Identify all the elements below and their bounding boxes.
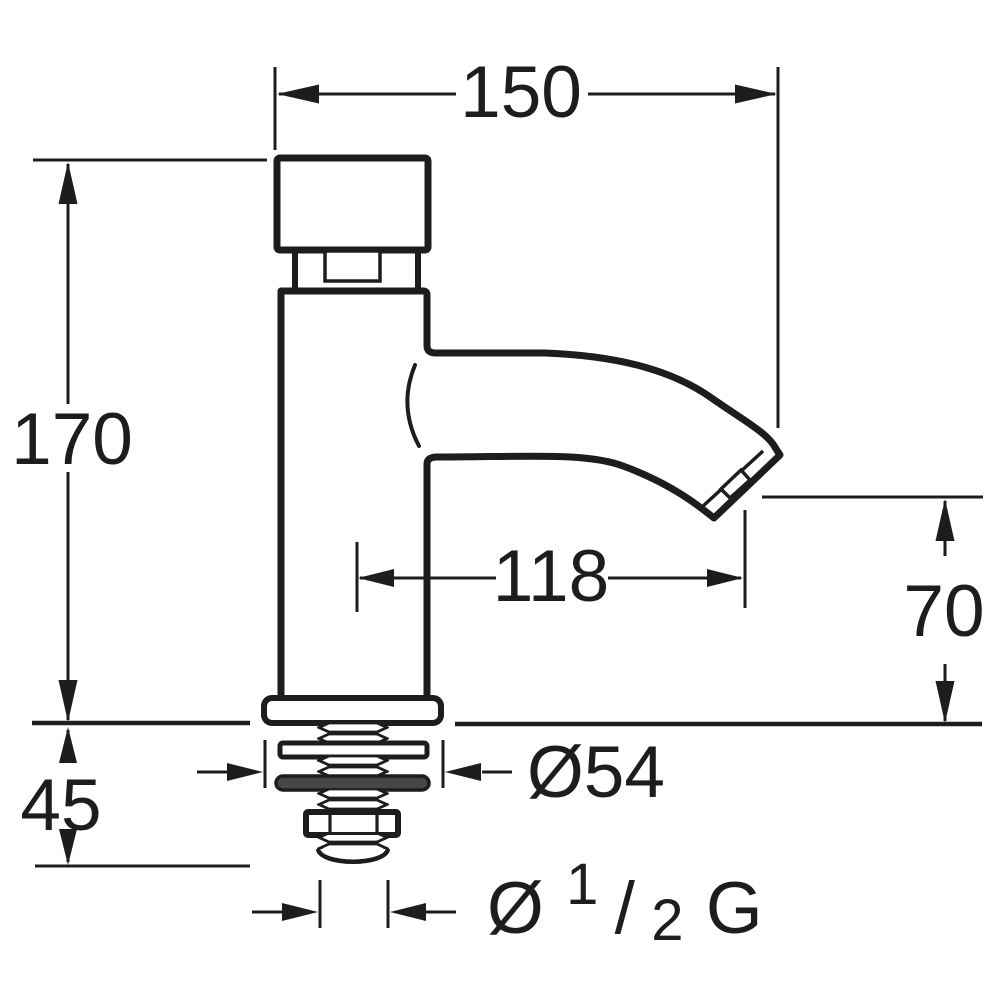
tap-head xyxy=(273,154,432,254)
dimension-base-diameter: Ø54 xyxy=(197,732,665,813)
hex-nut xyxy=(303,809,401,838)
thread-fraction-numerator: 1 xyxy=(566,852,598,917)
base-flange xyxy=(261,695,444,726)
arrowhead-up xyxy=(935,499,955,541)
shank-bottom-cap xyxy=(315,847,391,864)
dimension-thread-size: Ø 1 / 2 G xyxy=(252,839,763,956)
spout-junction-arc xyxy=(405,363,421,448)
thread-section-b xyxy=(317,757,389,778)
arrowhead-down xyxy=(58,680,78,722)
thread-section-a xyxy=(317,721,389,744)
dimension-shank-length: 45 xyxy=(20,727,250,868)
thread-fraction-denominator: 2 xyxy=(651,888,683,953)
thread-fraction-slash: / xyxy=(615,868,636,949)
metal-washer xyxy=(277,740,430,760)
arrowhead-left xyxy=(358,569,394,587)
arrowhead-right xyxy=(282,903,318,921)
dimension-label-height: 170 xyxy=(11,399,133,480)
arrowhead-left xyxy=(445,763,481,781)
dimension-label-reach: 118 xyxy=(493,536,609,617)
arrowhead-down xyxy=(935,681,955,723)
arrowhead-right xyxy=(227,763,263,781)
dimension-label-outlet-height: 70 xyxy=(903,571,984,652)
thread-standard-letter: G xyxy=(706,868,763,949)
arrowhead-left xyxy=(390,903,426,921)
thread-section-c xyxy=(317,790,389,813)
dimension-label-shank-length: 45 xyxy=(20,765,101,846)
arrowhead-right xyxy=(707,569,743,587)
dimension-overall-width: 150 xyxy=(273,52,780,428)
arrowhead-down xyxy=(59,829,77,865)
dimension-spout-reach: 118 xyxy=(355,510,747,617)
thread-diameter-symbol: Ø xyxy=(487,868,544,949)
rubber-gasket xyxy=(274,774,431,792)
dimension-label-base-diameter: Ø54 xyxy=(527,732,665,813)
tap-figure xyxy=(32,154,982,864)
arrowhead-up xyxy=(59,727,77,763)
tap-body-and-spout xyxy=(277,287,784,703)
dimension-label-width: 150 xyxy=(460,52,582,133)
dimension-label-thread-size: Ø 1 / 2 G xyxy=(487,839,763,956)
arrowhead-left xyxy=(277,84,319,104)
cartridge xyxy=(323,249,382,283)
dimension-overall-height: 170 xyxy=(11,158,267,722)
arrowhead-up xyxy=(58,162,78,204)
aerator-notch xyxy=(718,467,753,501)
arrowhead-right xyxy=(735,84,777,104)
dimension-outlet-height: 70 xyxy=(762,495,985,723)
